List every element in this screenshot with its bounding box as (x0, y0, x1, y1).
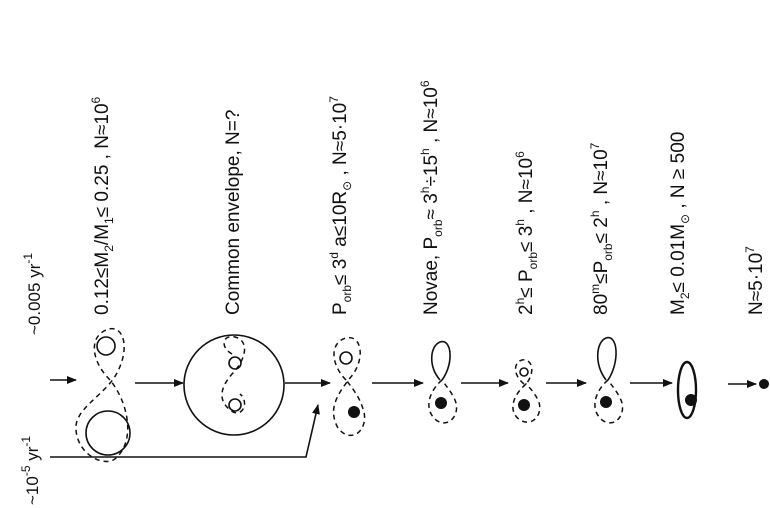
stage-6-binary (595, 338, 623, 423)
svg-text:Common envelope, N=?: Common envelope, N=? (223, 110, 244, 315)
svg-text:Novae, Porb≈ 3h÷15h , N≈106: Novae, Porb≈ 3h÷15h , N≈106 (418, 80, 445, 315)
svg-text:M2≤ 0.01M⊙ , N ≥ 500: M2≤ 0.01M⊙ , N ≥ 500 (668, 132, 692, 315)
svg-text:~0.005 yr-1: ~0.005 yr-1 (21, 253, 44, 335)
rate-label-bottom: ~10-5 yr-1 (19, 436, 42, 505)
stage-2-common-envelope (184, 335, 284, 435)
stage-label-2: Common envelope, N=? (223, 110, 244, 315)
input-arrow-bottom (50, 405, 318, 457)
stage-8-single-star (759, 379, 769, 389)
stage-label-3: Porb≤ 3d a≤10R⊙ , N≈5·107 (327, 96, 354, 315)
svg-text:N≈5·107: N≈5·107 (743, 246, 767, 315)
rate-label-top: ~0.005 yr-1 (21, 253, 44, 335)
stage-label-5: 2h≤ Porb≤ 3h , N≈106 (513, 151, 540, 315)
stage-label-1: 0.12≤M2/M1≤ 0.25 , N≈106 (89, 96, 116, 315)
svg-text:80m≤Porb≤ 2h , N≈107: 80m≤Porb≤ 2h , N≈107 (588, 142, 615, 315)
svg-text:0.12≤M2/M1≤ 0.25 , N≈106: 0.12≤M2/M1≤ 0.25 , N≈106 (89, 96, 116, 315)
stage-label-4: Novae, Porb≈ 3h÷15h , N≈106 (418, 80, 445, 315)
stage-label-8: N≈5·107 (743, 246, 767, 315)
stage-5-binary (513, 360, 540, 422)
svg-text:Porb≤ 3d a≤10R⊙ , N≈5·107: Porb≤ 3d a≤10R⊙ , N≈5·107 (327, 96, 354, 315)
stage-3-binary (334, 338, 365, 436)
stage-4-novae (429, 342, 457, 423)
stage-7-binary (678, 362, 697, 418)
stage-1-binary (76, 329, 130, 462)
stage-label-6: 80m≤Porb≤ 2h , N≈107 (588, 142, 615, 315)
stage-label-7: M2≤ 0.01M⊙ , N ≥ 500 (668, 132, 692, 315)
svg-text:2h≤ Porb≤ 3h , N≈106: 2h≤ Porb≤ 3h , N≈106 (513, 151, 540, 315)
svg-text:~10-5 yr-1: ~10-5 yr-1 (19, 436, 42, 505)
